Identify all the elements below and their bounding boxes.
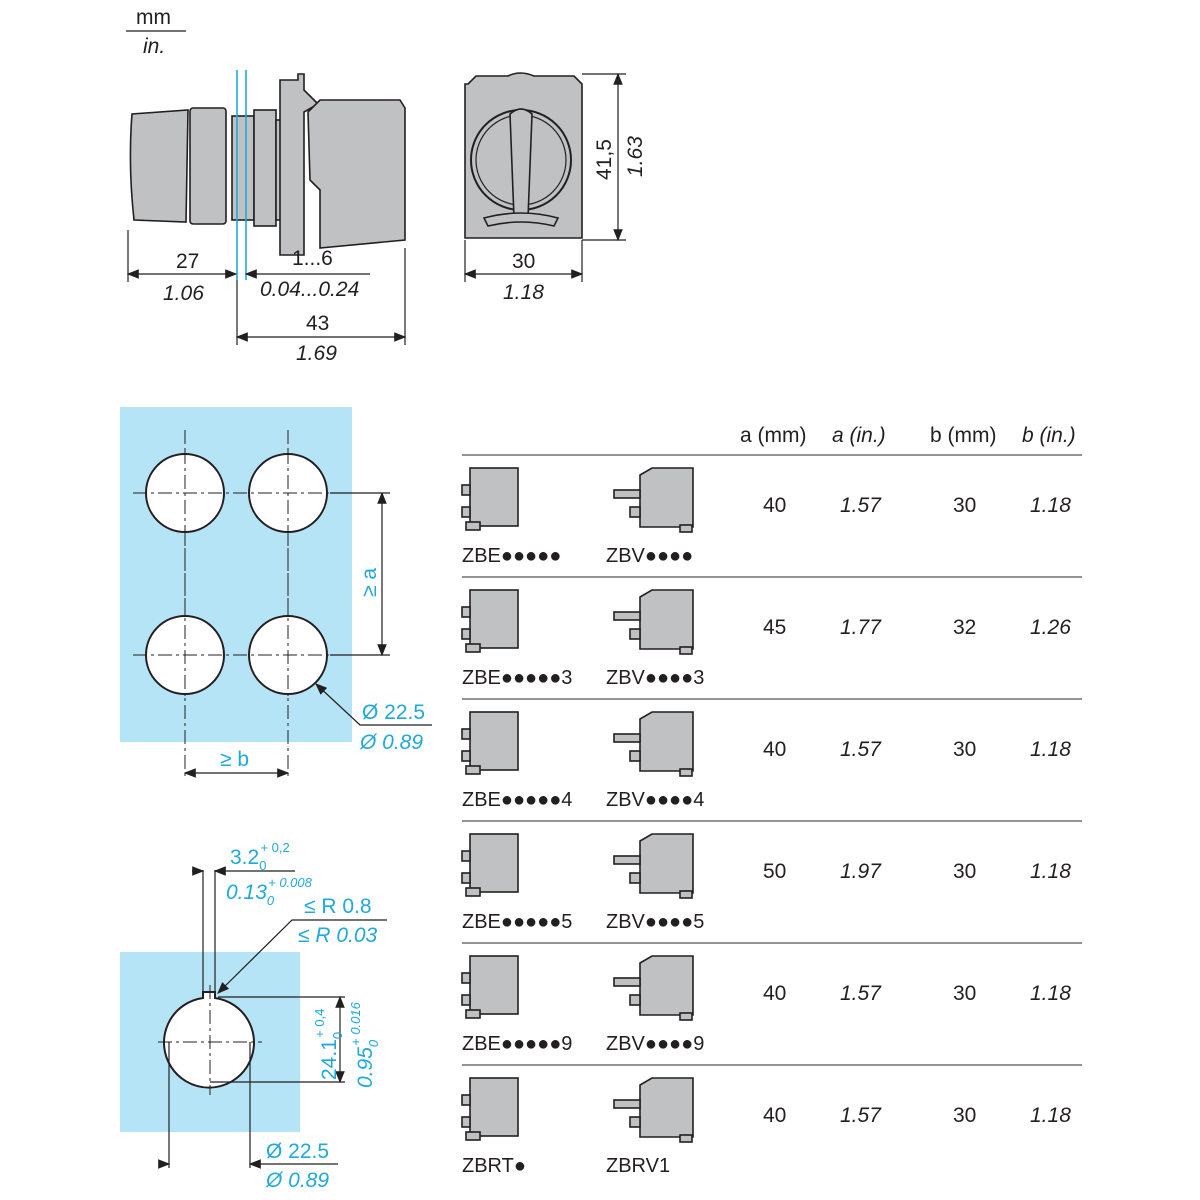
- dim-30: 30: [512, 250, 535, 273]
- cell-a-mm: 40: [763, 1104, 786, 1127]
- table-row: ZBE●●●●●9 ZBV●●●●9 40 1.57 30 1.18: [461, 942, 1082, 1055]
- contact-block-icon: [461, 955, 519, 1019]
- cell-b-mm: 32: [953, 616, 976, 639]
- contact-block-icon: [461, 589, 519, 653]
- dim-30-in: 1.18: [503, 281, 544, 304]
- dimension-table: a (mm) a (in.) b (mm) b (in.) ZBE●●●●●ZB…: [461, 424, 1082, 1177]
- key-width-mm: 3.20+ 0,2: [230, 840, 290, 873]
- contact-block-icon: [461, 833, 519, 897]
- contact-block-icon: [613, 833, 694, 899]
- min-spacing-a: ≥ a: [358, 568, 381, 597]
- cell-ref1: ZBE●●●●●5: [462, 911, 572, 933]
- dim-27: 27: [176, 250, 199, 273]
- panel-layout: ≥ a ≥ b Ø 22.5 Ø 0.89: [120, 407, 432, 780]
- header-b-mm: b (mm): [930, 424, 997, 447]
- cell-b-mm: 30: [953, 494, 976, 517]
- hole-diameter-in: Ø 0.89: [359, 731, 423, 754]
- unit-in: in.: [143, 35, 165, 58]
- dim-27-in: 1.06: [163, 282, 204, 305]
- cell-b-mm: 30: [953, 982, 976, 1005]
- cell-a-mm: 50: [763, 860, 786, 883]
- cell-a-mm: 45: [763, 616, 786, 639]
- table-row: ZBE●●●●●5 ZBV●●●●5 50 1.97 30 1.18: [461, 820, 1082, 933]
- cell-b-in: 1.18: [1030, 860, 1071, 883]
- dim-43: 43: [306, 312, 329, 335]
- cell-a-mm: 40: [763, 982, 786, 1005]
- radius-in: ≤ R 0.03: [298, 924, 378, 947]
- hole-diameter-mm: Ø 22.5: [362, 701, 425, 724]
- dim-41-5: 41,5: [593, 139, 616, 180]
- contact-block-icon: [613, 467, 694, 533]
- radius-mm: ≤ R 0.8: [304, 895, 372, 918]
- cell-a-in: 1.57: [840, 982, 882, 1005]
- dim-41-5-in: 1.63: [624, 136, 647, 177]
- dim-panel-thickness: 1...6: [292, 247, 333, 270]
- contact-block-icon: [613, 955, 694, 1021]
- cell-a-in: 1.57: [840, 1104, 882, 1127]
- cell-b-in: 1.18: [1030, 738, 1071, 761]
- unit-mm: mm: [136, 6, 171, 29]
- height-in: 0.950+ 0.016: [348, 1001, 381, 1088]
- height-mm: 24.10+ 0,4: [312, 1009, 345, 1080]
- cell-b-in: 1.26: [1030, 616, 1071, 639]
- cell-b-in: 1.18: [1030, 494, 1071, 517]
- table-row: ZBE●●●●●3 ZBV●●●●3 45 1.77 32 1.26: [461, 576, 1082, 689]
- dim-43-in: 1.69: [296, 342, 337, 365]
- cell-b-in: 1.18: [1030, 1104, 1071, 1127]
- side-view: 27 1.06 1...6 0.04...0.24 43 1.69: [126, 70, 407, 365]
- cell-ref1: ZBE●●●●●: [462, 545, 561, 567]
- header-a-in: a (in.): [832, 424, 886, 447]
- cutout-detail: 3.20+ 0,2 0.130+ 0.008 ≤ R 0.8 ≤ R 0.03 …: [120, 840, 387, 1192]
- cell-ref1: ZBE●●●●●9: [462, 1033, 572, 1055]
- front-view: 30 1.18 41,5 1.63: [463, 72, 647, 304]
- cell-b-mm: 30: [953, 738, 976, 761]
- cell-a-in: 1.77: [840, 616, 882, 639]
- contact-block-icon: [613, 589, 694, 655]
- dim-panel-thickness-in: 0.04...0.24: [260, 278, 359, 301]
- cell-ref2: ZBV●●●●: [606, 545, 693, 567]
- contact-block-icon: [613, 711, 694, 777]
- header-a-mm: a (mm): [740, 424, 807, 447]
- cell-ref2: ZBV●●●●5: [606, 911, 704, 933]
- table-row: ZBE●●●●● ZBV●●●● 40 1.57 30 1.18: [461, 454, 1082, 567]
- units-legend: mm in.: [126, 6, 186, 58]
- cell-ref1: ZBRT●: [462, 1155, 526, 1177]
- cutout-diameter-in: Ø 0.89: [265, 1169, 329, 1192]
- cutout-diameter-mm: Ø 22.5: [266, 1140, 329, 1163]
- cell-b-mm: 30: [953, 860, 976, 883]
- contact-block-icon: [461, 467, 519, 531]
- min-spacing-b: ≥ b: [220, 748, 249, 771]
- cell-ref2: ZBV●●●●9: [606, 1033, 704, 1055]
- table-row: ZBE●●●●●4 ZBV●●●●4 40 1.57 30 1.18: [461, 698, 1082, 811]
- cell-ref1: ZBE●●●●●3: [462, 667, 572, 689]
- cell-a-in: 1.97: [840, 860, 882, 883]
- cell-b-in: 1.18: [1030, 982, 1071, 1005]
- contact-block-icon: [461, 1077, 519, 1141]
- cell-a-in: 1.57: [840, 494, 882, 517]
- cell-ref1: ZBE●●●●●4: [462, 789, 572, 811]
- cell-a-mm: 40: [763, 494, 786, 517]
- cell-a-in: 1.57: [840, 738, 882, 761]
- key-width-in: 0.130+ 0.008: [226, 875, 313, 908]
- contact-block-icon: [461, 711, 519, 775]
- cell-ref2: ZBRV1: [606, 1155, 670, 1177]
- header-b-in: b (in.): [1022, 424, 1076, 447]
- cell-a-mm: 40: [763, 738, 786, 761]
- contact-block-icon: [613, 1077, 694, 1143]
- cell-ref2: ZBV●●●●3: [606, 667, 704, 689]
- cell-b-mm: 30: [953, 1104, 976, 1127]
- cell-ref2: ZBV●●●●4: [606, 789, 704, 811]
- table-row: ZBRT● ZBRV1 40 1.57 30 1.18: [461, 1064, 1082, 1177]
